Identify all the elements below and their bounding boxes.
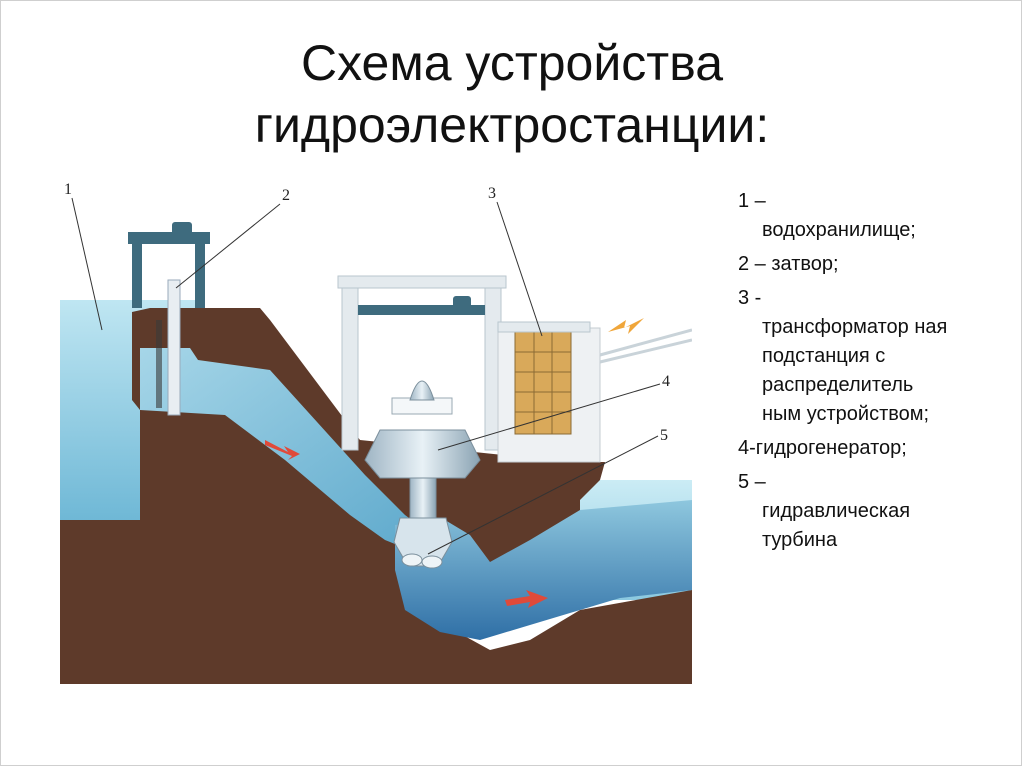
gate-hoist: [172, 222, 192, 236]
slide-title: Схема устройства гидроэлектростанции:: [0, 32, 1024, 156]
title-line-1: Схема устройства: [300, 35, 724, 91]
gate-crane-frame-right: [195, 240, 205, 308]
flow-arrow-icon: [265, 440, 300, 460]
gate-shaft: [167, 279, 181, 416]
hydro-plant-diagram: 1 2 3 4 5: [60, 181, 692, 684]
substation-roof: [497, 321, 591, 333]
legend-item: 1 – водохранилище;: [738, 187, 998, 245]
turbine-blades: [401, 553, 443, 569]
legend-item: 5 – гидравлическая турбина: [738, 468, 998, 555]
legend-number: 1 –: [738, 190, 766, 212]
callout-2: 2: [282, 187, 290, 204]
legend-list: 1 – водохранилище; 2 – затвор; 3 - транс…: [738, 187, 998, 560]
legend-item: 4-гидрогенератор;: [738, 434, 998, 463]
callout-5: 5: [660, 427, 668, 444]
callout-lines: [71, 197, 661, 555]
legend-item: 3 - трансформатор ная подстанция с распр…: [738, 284, 998, 429]
title-line-2: гидроэлектростанции:: [254, 97, 770, 153]
legend-description: водохранилище;: [762, 219, 916, 241]
turbine-shaft: [409, 477, 437, 519]
legend-number: 4-гидрогенератор;: [738, 437, 907, 459]
flow-arrow-icon: [505, 590, 548, 608]
penstock: [140, 348, 425, 550]
transformer-grid: [515, 332, 571, 434]
callout-1: 1: [64, 181, 72, 198]
gate-crane-frame: [132, 240, 142, 308]
legend-description: гидравлическая турбина: [762, 500, 911, 551]
legend-number: 5 –: [738, 471, 766, 493]
transformer: [514, 331, 572, 435]
legend-item: 2 – затвор;: [738, 250, 998, 279]
crane-hook: [453, 296, 471, 308]
powerhouse-left-wall: [341, 281, 359, 451]
lightning-icon: [608, 318, 644, 334]
callout-4: 4: [662, 373, 670, 390]
powerhouse-roof: [337, 275, 507, 289]
hydro-generator: [364, 429, 481, 479]
gate-crane-beam: [128, 232, 210, 244]
gate-rack: [156, 320, 162, 408]
callout-3: 3: [488, 185, 496, 202]
legend-number: 3 -: [738, 287, 762, 309]
legend-number: 2 – затвор;: [738, 253, 839, 275]
power-lines: [599, 328, 692, 364]
overhead-crane: [358, 305, 485, 315]
tailrace: [395, 500, 692, 640]
generator-dome: [409, 380, 435, 401]
legend-description: трансформатор ная подстанция с распредел…: [762, 316, 948, 425]
